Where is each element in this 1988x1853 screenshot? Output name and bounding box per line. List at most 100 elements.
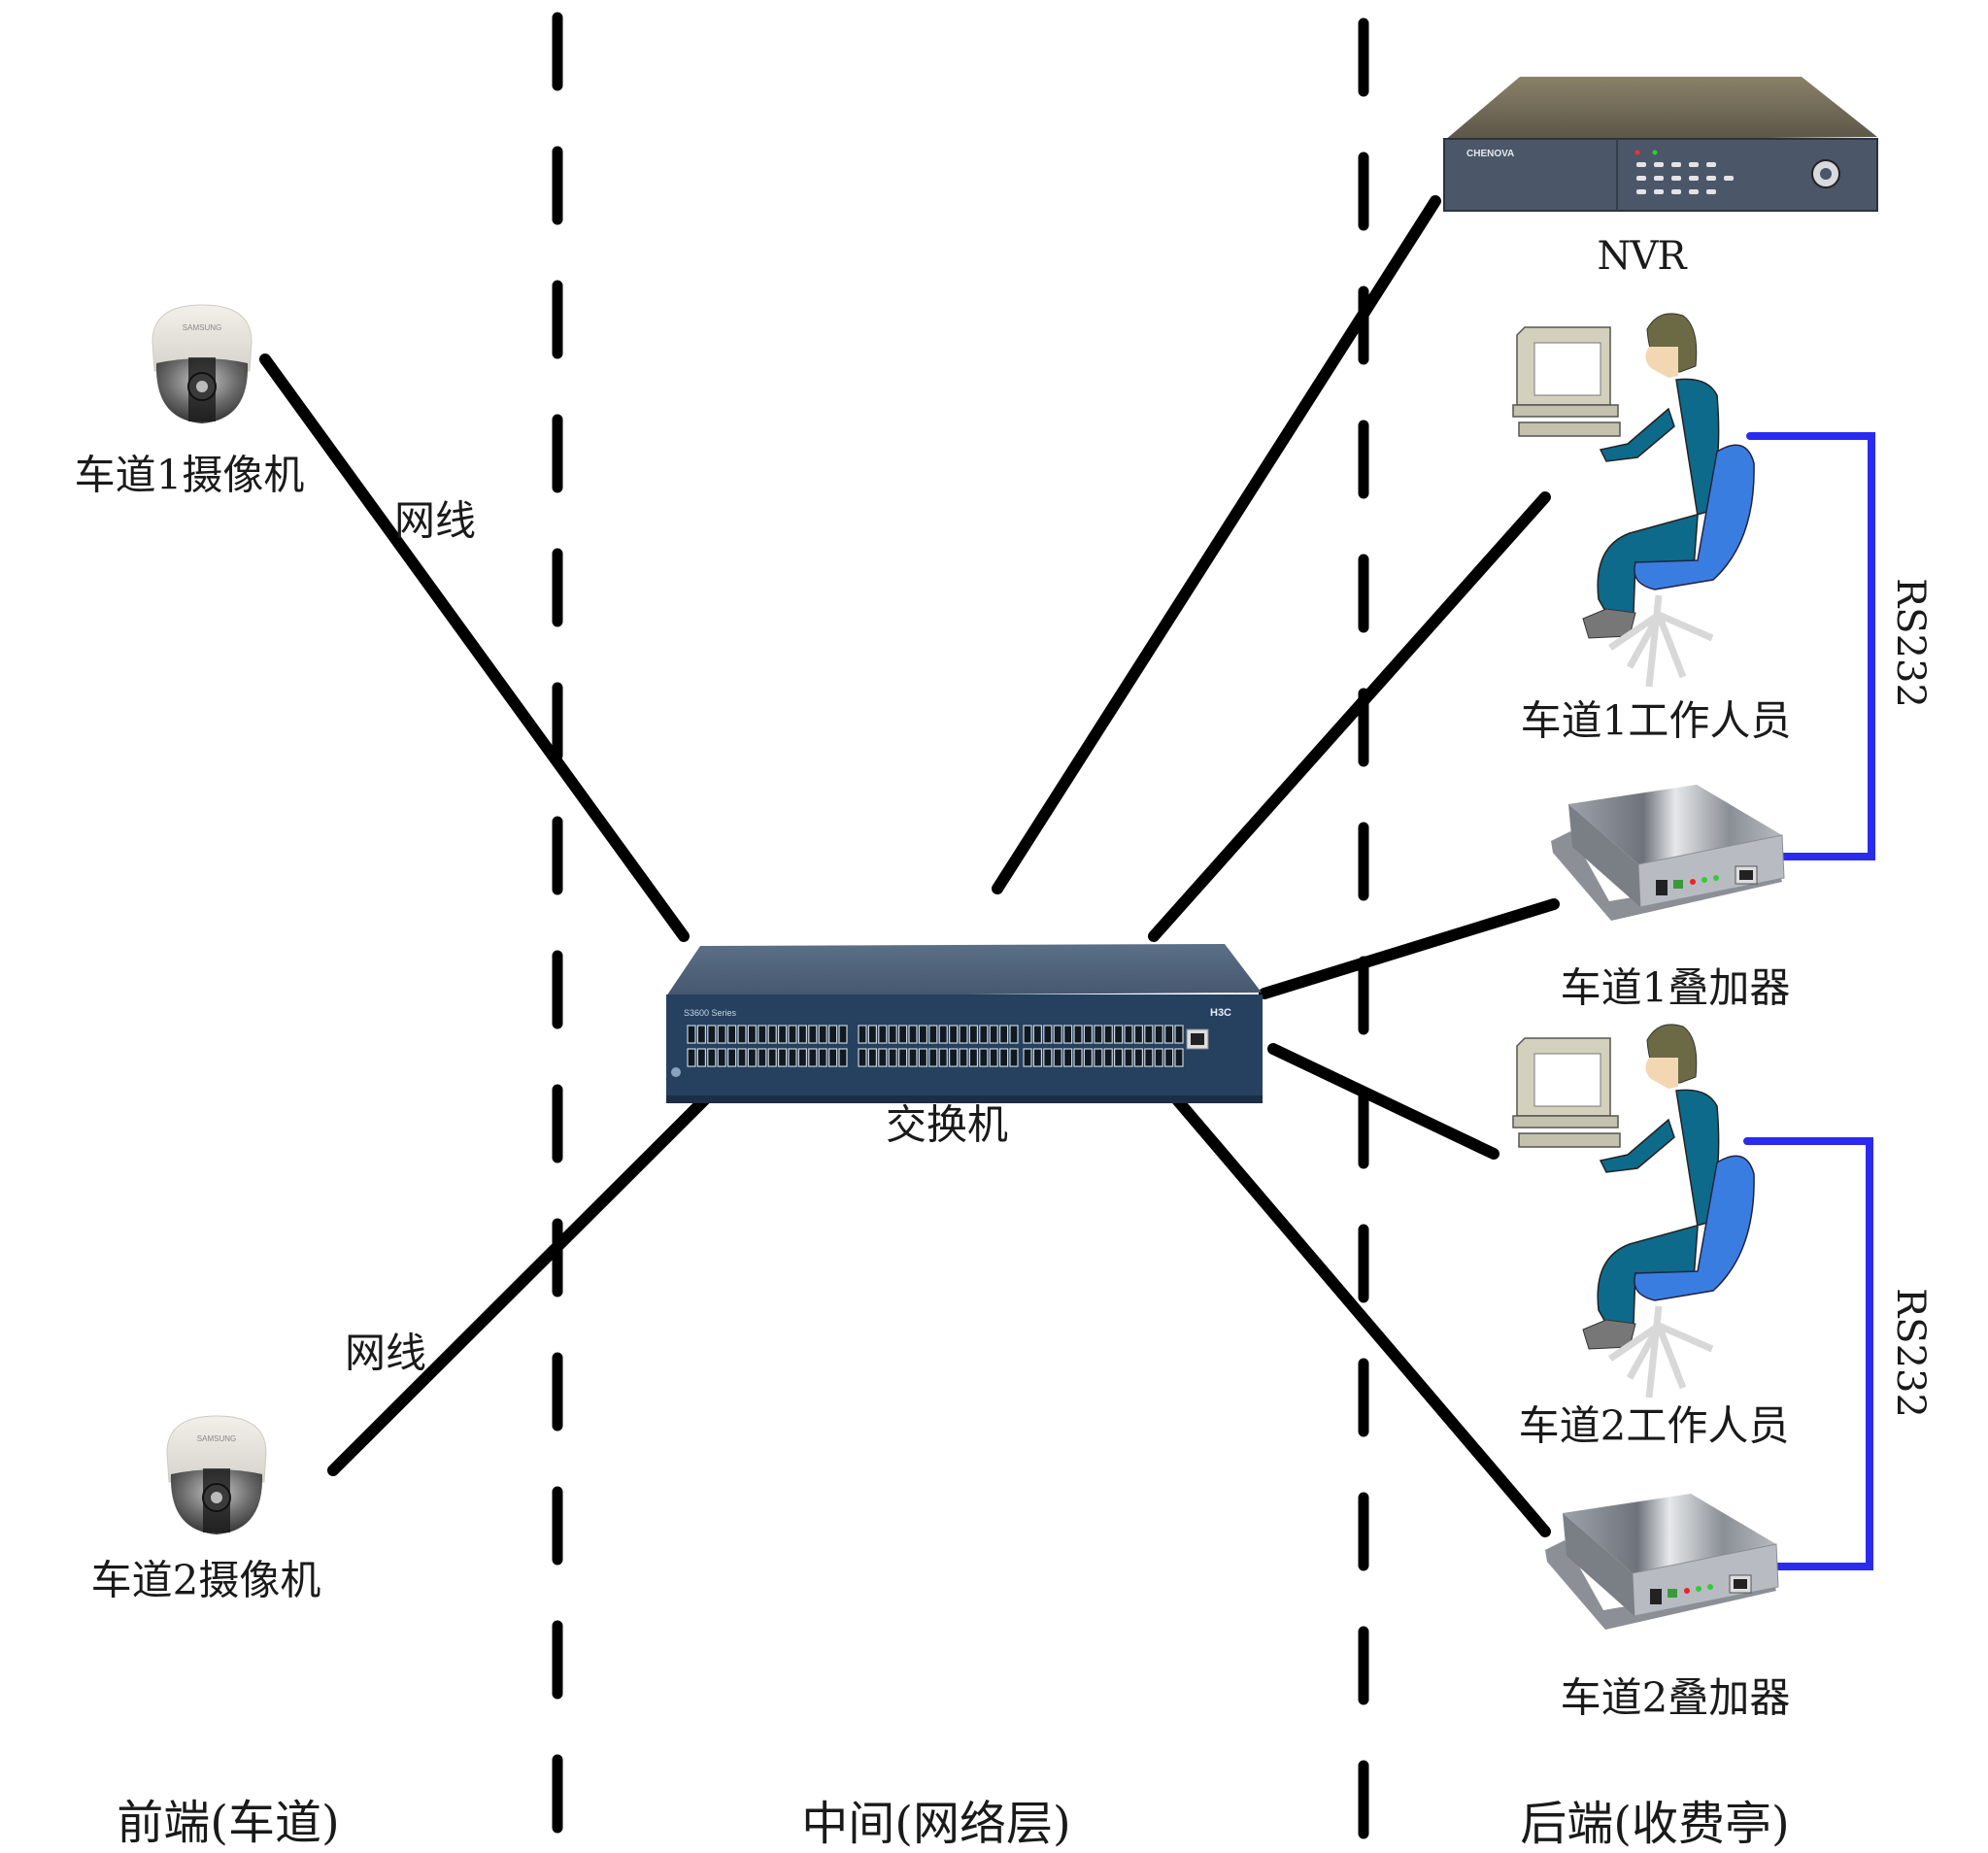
switch-port [687,1025,696,1044]
switch-port [797,1025,807,1044]
switch-port [898,1025,908,1044]
switch-port [1154,1048,1163,1067]
switch-port [707,1048,717,1067]
switch-port [1094,1048,1103,1067]
switch-port [747,1025,758,1044]
worker2-icon[interactable] [1512,1024,1755,1398]
switch-port [968,1048,978,1067]
chair-icon [1608,1155,1755,1398]
switch-port [687,1048,696,1067]
switch-port [959,1025,968,1044]
switch-port [1163,1048,1174,1067]
nvr-label: NVR [1597,234,1686,279]
nvr-icon[interactable]: CHENOVA [1443,77,1878,212]
switch-port [1009,1048,1019,1067]
camera2-dome-icon[interactable]: SAMSUNG [166,1415,267,1534]
overlay1-box-icon[interactable] [1551,785,1785,921]
switch-port [888,1048,897,1067]
svg-text:H3C: H3C [1210,1007,1231,1019]
switch-port [979,1048,989,1067]
switch-port [938,1048,948,1067]
cable-switch-worker1 [1148,491,1551,942]
switch-port [808,1025,818,1044]
serial-link-lane1 [1746,432,1875,860]
switch-port [1083,1025,1093,1044]
switch-port [898,1048,908,1067]
switch-port [828,1048,838,1067]
switch-port [918,1025,927,1044]
switch-port [1023,1025,1032,1044]
switch-port [1174,1048,1184,1067]
switch-port [717,1025,726,1044]
computer-icon [1512,326,1621,437]
switch-port [788,1025,797,1044]
switch-port [1032,1025,1042,1044]
switch-port [777,1025,788,1044]
camera1-dome-icon[interactable]: SAMSUNG [152,304,253,423]
worker2-label: 车道2工作人员 [1518,1401,1790,1450]
switch-port [959,1048,968,1067]
switch-port [867,1048,877,1067]
switch-port [726,1025,737,1044]
cable1-label: 网线 [393,496,477,545]
switch-port [989,1048,998,1067]
switch-port [858,1025,867,1044]
switch-port [726,1048,737,1067]
switch-port [758,1048,767,1067]
switch-port [888,1025,897,1044]
overlay1-label: 车道1叠加器 [1560,963,1791,1012]
cable-switch-overlay2 [1152,1071,1551,1537]
worker1-icon[interactable] [1512,313,1755,688]
cable2-label: 网线 [344,1329,427,1377]
overlay2-label: 车道2叠加器 [1560,1673,1791,1722]
switch-port [1043,1025,1053,1044]
cable-camera2-switch [327,1068,736,1476]
switch-icon[interactable]: S3600 Series H3C [666,944,1263,1103]
switch-port [767,1025,777,1044]
switch-port [928,1048,938,1067]
switch-port [747,1048,758,1067]
person-icon [1582,313,1720,639]
overlay2-box-icon[interactable] [1545,1494,1779,1630]
computer-icon [1512,1037,1621,1148]
switch-port [1144,1048,1154,1067]
switch-port [878,1025,888,1044]
switch-port [1174,1025,1184,1044]
zone-label-front: 前端(车道) [117,1796,340,1850]
switch-port [818,1025,827,1044]
switch-label: 交换机 [885,1100,1009,1149]
network-cables [259,195,1560,1537]
switch-port [777,1048,788,1067]
switch-port [1114,1048,1124,1067]
switch-port [696,1025,707,1044]
switch-port [1144,1025,1154,1044]
switch-port [1124,1025,1133,1044]
cable-switch-nvr [992,195,1441,894]
switch-port [1083,1048,1093,1067]
switch-port [938,1025,948,1044]
switch-port [737,1025,747,1044]
switch-port [1043,1048,1053,1067]
chair-icon [1608,444,1755,688]
switch-port [867,1025,877,1044]
switch-port [858,1048,867,1067]
svg-text:SAMSUNG: SAMSUNG [197,1434,236,1443]
switch-port [838,1025,848,1044]
switch-port [1103,1025,1113,1044]
camera2-label: 车道2摄像机 [90,1556,321,1604]
switch-port [1133,1048,1143,1067]
svg-text:S3600 Series: S3600 Series [684,1008,737,1018]
camera1-label: 车道1摄像机 [74,451,305,499]
cable-switch-overlay1 [1259,898,1560,999]
zone-label-middle: 中间(网络层) [801,1797,1071,1851]
switch-port [1073,1025,1083,1044]
switch-port [968,1025,978,1044]
switch-port [1133,1025,1143,1044]
switch-port [979,1025,989,1044]
switch-port [908,1048,918,1067]
switch-port [828,1025,838,1044]
serial2-label: RS232 [1888,1288,1933,1418]
switch-port [1163,1025,1174,1044]
switch-port [989,1025,998,1044]
